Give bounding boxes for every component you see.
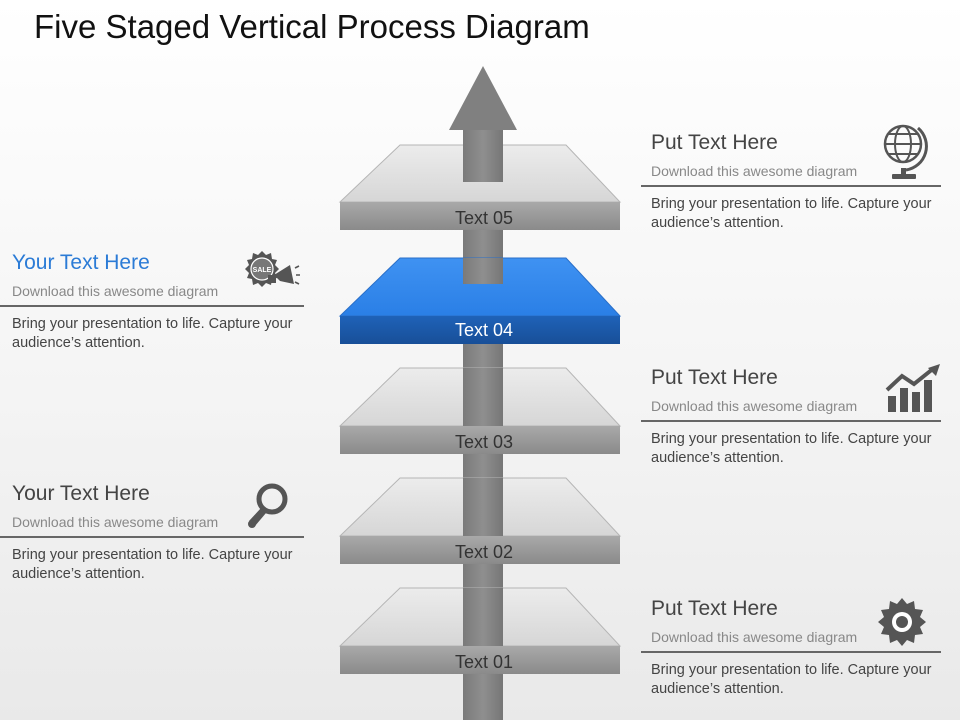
step-label: Text 03 (455, 432, 513, 452)
block-body: Bring your presentation to life. Capture… (12, 547, 293, 582)
step-04: Text 04 (338, 257, 622, 344)
divider (641, 185, 941, 187)
arrow-head (449, 66, 517, 130)
step-01: Text 01 (338, 587, 622, 674)
left-text-block-2: Your Text Here Download this awesome dia… (0, 482, 304, 584)
left-text-block-1: Your Text Here Download this awesome dia… (0, 251, 304, 353)
block-heading: Your Text Here (12, 251, 150, 274)
divider (0, 305, 304, 307)
step-label: Text 01 (455, 652, 513, 672)
step-label: Text 05 (455, 208, 513, 228)
magnifier-icon (248, 483, 288, 528)
step-02: Text 02 (338, 477, 622, 564)
step-03: Text 03 (338, 367, 622, 454)
right-text-block-3: Put Text Here Download this awesome diag… (641, 597, 941, 699)
step-label: Text 04 (455, 320, 513, 340)
sale-megaphone-icon: SALE (245, 251, 300, 287)
block-body: Bring your presentation to life. Capture… (651, 431, 932, 466)
block-subheading: Download this awesome diagram (651, 629, 858, 645)
divider (641, 651, 941, 653)
right-text-block-2: Put Text Here Download this awesome diag… (641, 366, 941, 468)
block-body: Bring your presentation to life. Capture… (12, 316, 293, 351)
block-heading: Put Text Here (651, 366, 778, 389)
block-subheading: Download this awesome diagram (12, 283, 219, 299)
block-heading: Put Text Here (651, 597, 778, 620)
block-heading: Your Text Here (12, 482, 150, 505)
divider (641, 420, 941, 422)
gear-icon (878, 598, 926, 646)
divider (0, 536, 304, 538)
block-body: Bring your presentation to life. Capture… (651, 196, 932, 231)
globe-icon (883, 124, 928, 179)
step-05: Text 05 (338, 130, 622, 230)
sale-badge-text: SALE (253, 267, 272, 274)
right-text-block-1: Put Text Here Download this awesome diag… (641, 131, 941, 233)
block-body: Bring your presentation to life. Capture… (651, 662, 932, 697)
step-label: Text 02 (455, 542, 513, 562)
block-subheading: Download this awesome diagram (651, 398, 858, 414)
growth-chart-icon (885, 364, 940, 412)
page-title: Five Staged Vertical Process Diagram (34, 8, 590, 45)
block-heading: Put Text Here (651, 131, 778, 154)
block-subheading: Download this awesome diagram (651, 163, 858, 179)
block-subheading: Download this awesome diagram (12, 514, 219, 530)
